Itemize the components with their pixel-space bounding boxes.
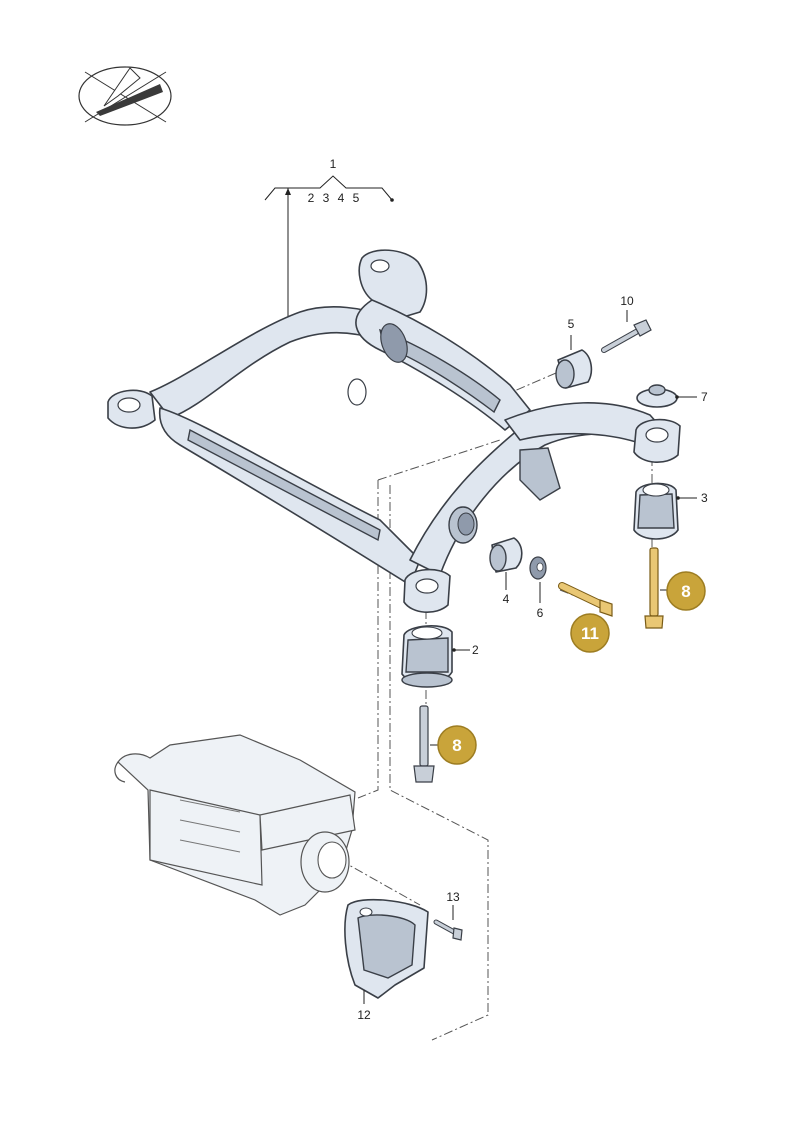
bolt-right-highlighted: 8 [644,547,706,629]
callout-6: 6 [537,606,544,620]
bracket-part-12: 12 [344,898,429,1022]
callout-2: 2 [472,643,479,657]
mount-part-2: 2 [401,625,479,688]
badge-bolt-left: 8 [452,736,461,755]
bushing-part-5: 5 [555,317,593,389]
callout-4: 4 [503,592,510,606]
bolt-part-10: 10 [601,294,652,353]
callout-7: 7 [701,390,708,404]
badge-bolt-middle: 11 [581,624,599,643]
direction-of-travel-icon [78,66,172,126]
callout-1-sub-3: 3 [323,191,330,205]
mount-part-3: 3 [633,482,708,540]
callout-5: 5 [568,317,575,331]
callout-3: 3 [701,491,708,505]
badge-bolt-right: 8 [681,582,690,601]
callout-1-sub-4: 4 [338,191,345,205]
callout-10: 10 [620,294,634,308]
callout-1-sub-5: 5 [353,191,360,205]
bolt-left-highlighted: 8 [413,705,477,783]
rear-subframe [107,249,681,613]
callout-12: 12 [357,1008,371,1022]
washer-part-6: 6 [529,556,547,620]
callout-1-sub-2: 2 [308,191,315,205]
assembly-callout: 1 2 3 4 5 [264,157,394,318]
bushing-part-4: 4 [489,537,523,606]
bolt-middle-highlighted: 11 [558,582,613,653]
callout-13: 13 [446,890,460,904]
rear-final-drive-ghost [114,734,356,916]
bolt-part-13: 13 [433,890,463,941]
callout-1: 1 [330,157,337,171]
cap-part-7: 7 [636,384,708,408]
